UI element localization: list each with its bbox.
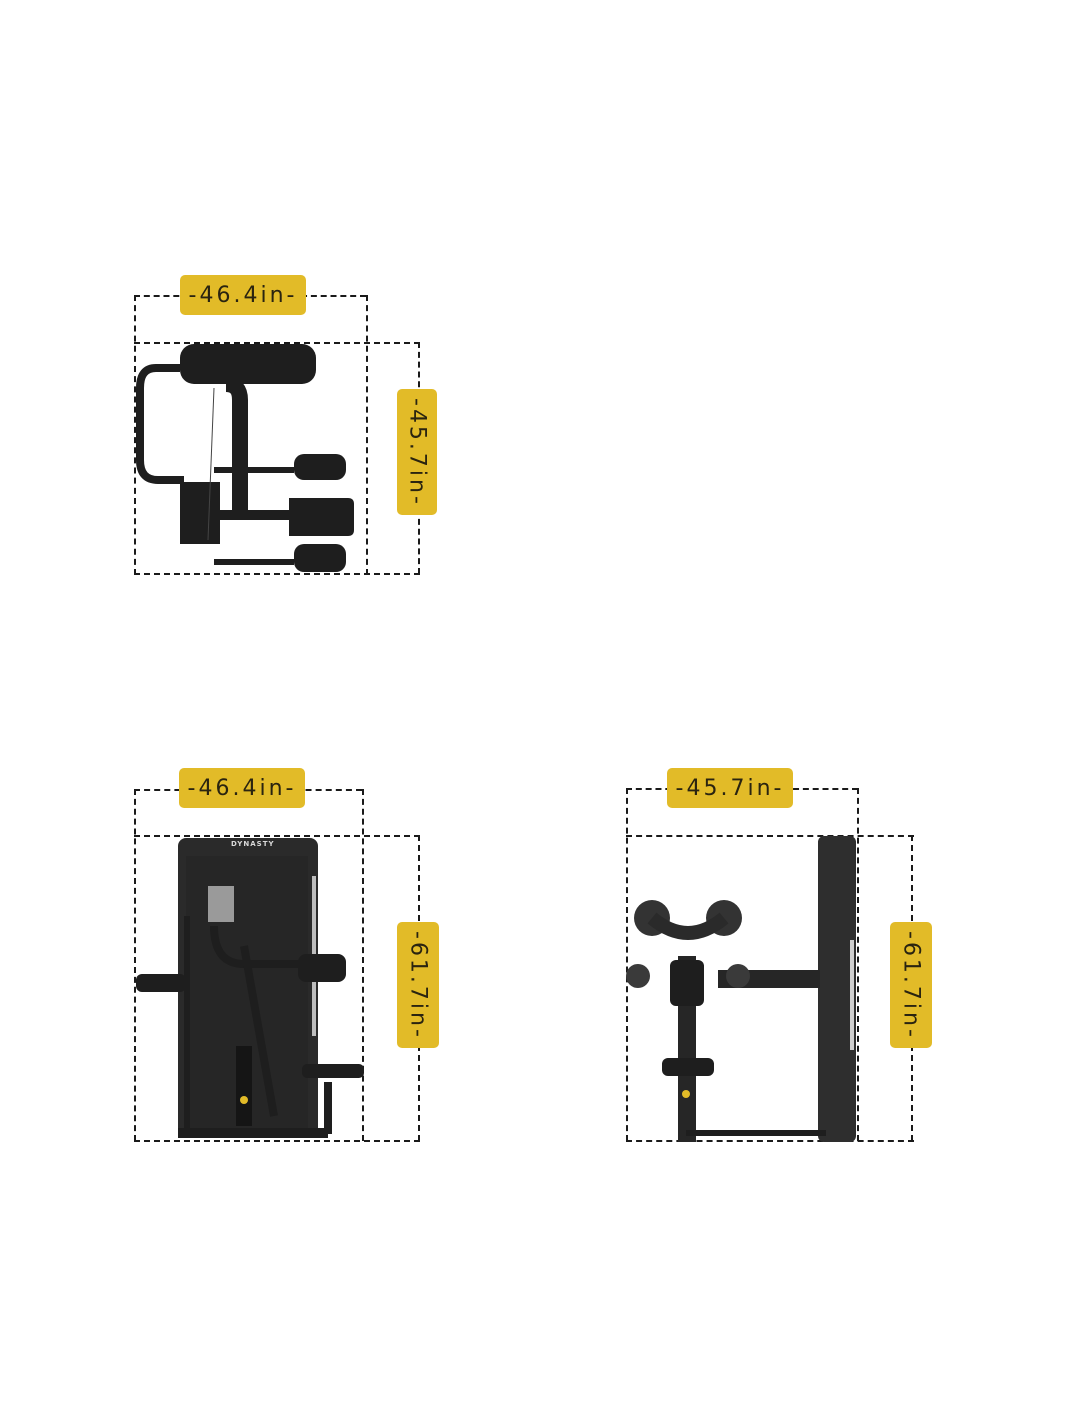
front-height-label: -61.7in- [397,922,439,1048]
front-height-top-line [134,835,420,837]
side-view: -45.7in- -61.7in- [560,0,1065,1420]
top-depth-label: -45.7in- [397,389,437,515]
brand-logo: DYNASTY [231,840,275,848]
front-height-bottom-line [134,1140,420,1142]
side-depth-left-tick [626,788,628,1141]
top-width-right-tick [366,295,368,575]
front-width-label: -46.4in- [179,768,305,808]
front-width-right-tick [362,789,364,1141]
machine-front-view-image [136,838,364,1138]
top-depth-bottom-line [134,573,420,575]
side-depth-label: -45.7in- [667,768,793,808]
top-depth-top-line [134,342,420,344]
machine-side-view-image [626,836,856,1142]
machine-top-view-image [136,344,354,572]
top-width-left-tick [134,295,136,575]
side-depth-right-tick [857,788,859,1141]
side-height-top-line [626,835,914,837]
side-height-label: -61.7in- [890,922,932,1048]
front-view: -46.4in- -61.7in- DYNASTY [134,768,439,1142]
top-width-label: -46.4in- [180,275,306,315]
side-height-bottom-line [626,1140,914,1142]
top-view: -46.4in- -45.7in- [0,0,1065,600]
front-width-left-tick [134,789,136,1141]
